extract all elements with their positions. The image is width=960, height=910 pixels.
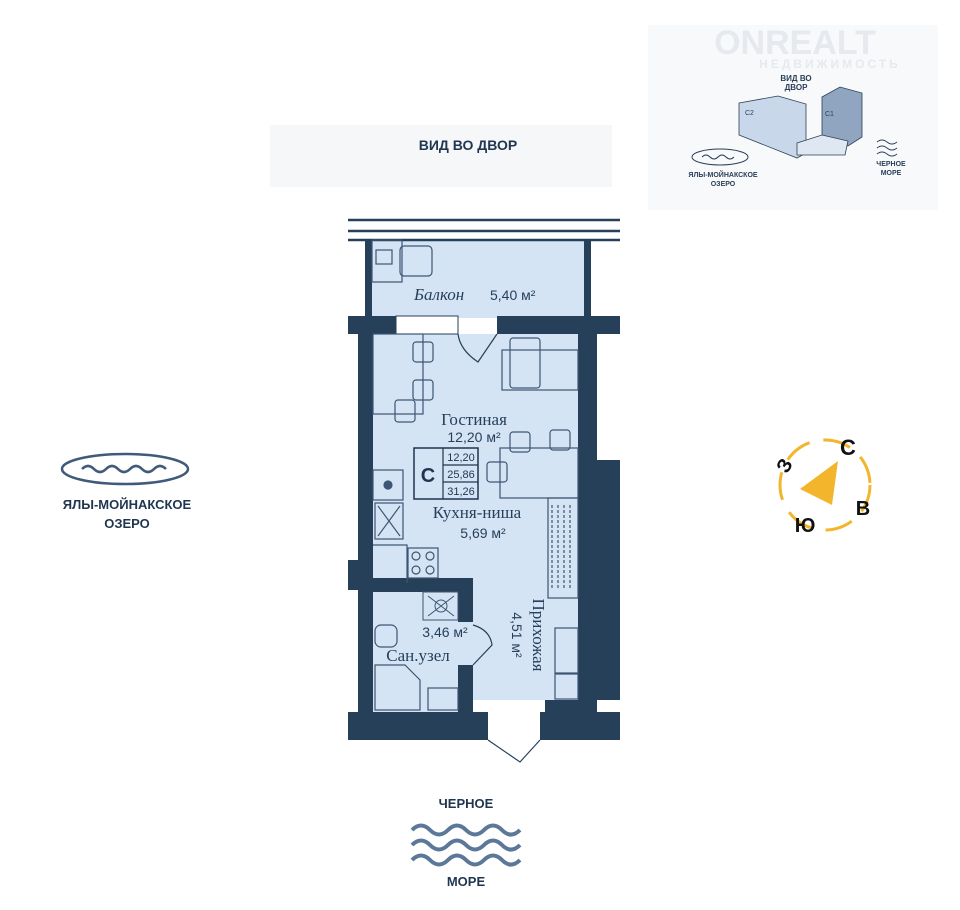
key-sea-2: МОРЕ [881, 170, 902, 177]
sea-waves-icon [410, 823, 522, 867]
key-sea-1: ЧЕРНОЕ [876, 161, 906, 168]
watermark-subtext: НЕДВИЖИМОСТЬ [759, 57, 901, 71]
kitchen-area: 5,69 м² [460, 525, 506, 541]
hall-name: Прихожая [529, 599, 548, 672]
header-panel [270, 125, 612, 187]
key-plan: ONREALT НЕДВИЖИМОСТЬ ВИД ВО ДВОР C2 C1 Я… [648, 24, 938, 210]
balcony-name: Балкон [413, 285, 464, 304]
unit-total-area: 25,86 [447, 469, 475, 481]
lake-icon [60, 452, 190, 486]
key-view-1: ВИД ВО [780, 74, 811, 83]
view-courtyard-label: ВИД ВО ДВОР [419, 137, 518, 153]
sea-label-1: ЧЕРНОЕ [439, 796, 494, 811]
bathroom-name: Сан.узел [386, 646, 450, 665]
key-lake-1: ЯЛЫ-МОЙНАКСКОЕ [688, 170, 757, 179]
lake-label-1: ЯЛЫ-МОЙНАКСКОЕ [63, 497, 192, 512]
unit-type: C [421, 465, 435, 487]
sea-label-2: МОРЕ [447, 874, 486, 889]
balcony-area: 5,40 м² [490, 287, 536, 303]
bathroom-area: 3,46 м² [422, 624, 468, 640]
living-name: Гостиная [441, 410, 507, 429]
unit-badge: C 12,20 25,86 31,26 [413, 447, 479, 500]
compass-south: Ю [795, 515, 816, 537]
lake-label-2: ОЗЕРО [104, 516, 150, 531]
unit-area-with-balcony: 31,26 [447, 486, 475, 498]
kitchen-name: Кухня-ниша [433, 503, 522, 522]
building-c1: C1 [825, 111, 834, 118]
living-area: 12,20 м² [447, 429, 501, 445]
watermark-text: ONREALT [714, 24, 876, 62]
compass-west: З [772, 455, 797, 477]
apartment-plan [348, 218, 620, 763]
furniture [371, 239, 579, 711]
key-lake-2: ОЗЕРО [711, 181, 736, 188]
building-c2: C2 [745, 110, 754, 117]
compass-north: С [840, 435, 856, 460]
unit-living-area: 12,20 [447, 452, 475, 464]
key-view-2: ДВОР [785, 83, 809, 92]
compass-east: В [856, 498, 870, 520]
balcony-floor [372, 240, 584, 318]
hall-area: 4,51 м² [509, 612, 525, 658]
compass-icon: С В Ю З [772, 435, 872, 537]
